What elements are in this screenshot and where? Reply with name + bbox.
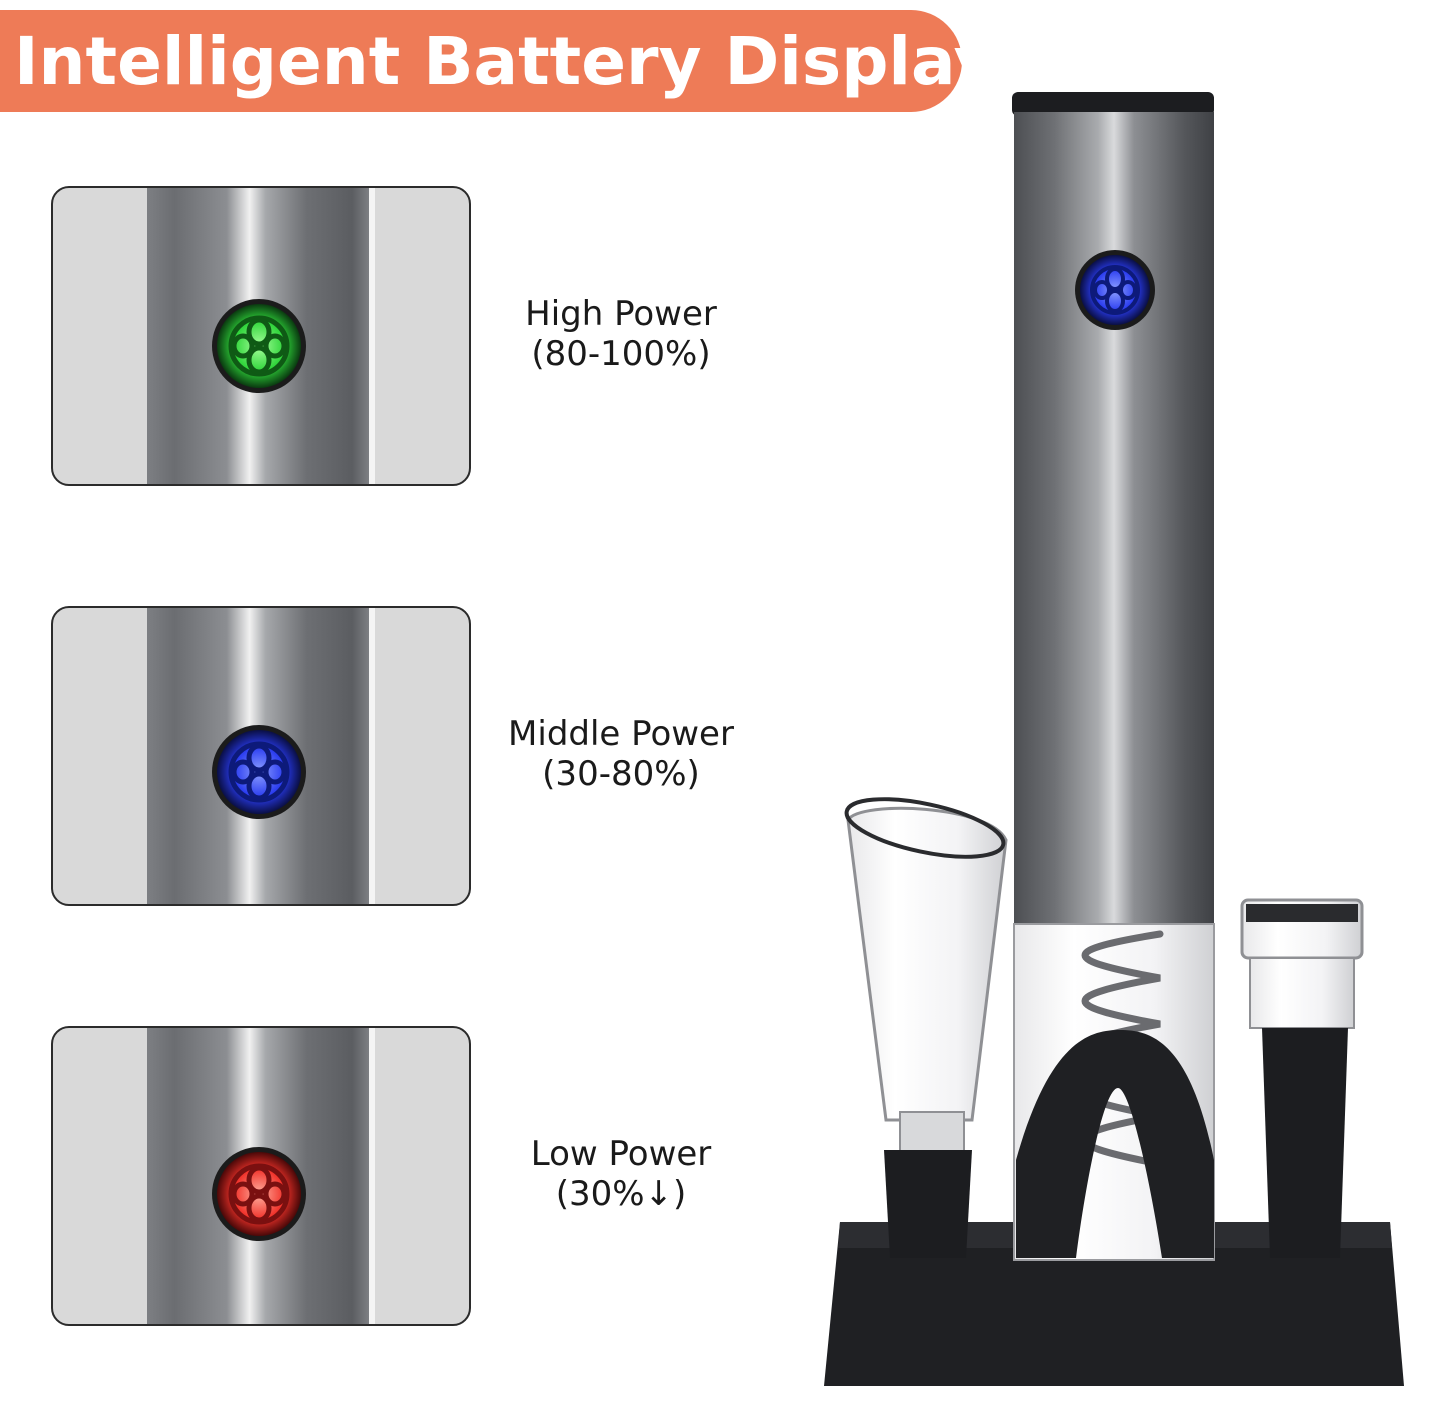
level-range: (30-80%) <box>542 754 700 794</box>
level-range: (80-100%) <box>531 334 711 374</box>
level-range: (30%↓) <box>555 1174 687 1214</box>
foil-cutter <box>1016 1030 1214 1258</box>
electric-opener <box>1012 92 1215 1261</box>
battery-panel-high <box>51 186 471 486</box>
led-closeup-low <box>147 1028 375 1324</box>
led-button-icon <box>228 741 290 803</box>
level-label-low: Low Power (30%↓) <box>421 1134 821 1214</box>
led-button-icon <box>1090 265 1140 315</box>
battery-panel-middle <box>51 606 471 906</box>
battery-panel-low <box>51 1026 471 1326</box>
header-banner: Intelligent Battery Display <box>0 10 997 112</box>
led-button-icon <box>228 1163 290 1225</box>
page-title: Intelligent Battery Display <box>14 22 997 100</box>
led-button-icon <box>228 315 290 377</box>
aerator-pourer <box>844 797 1008 1258</box>
level-name: Middle Power <box>508 714 734 754</box>
level-label-middle: Middle Power (30-80%) <box>421 714 821 794</box>
led-closeup-middle <box>147 608 375 904</box>
vacuum-stopper <box>1240 898 1364 1258</box>
level-label-high: High Power (80-100%) <box>421 294 821 374</box>
led-closeup-high <box>147 188 375 484</box>
level-name: High Power <box>525 294 717 334</box>
level-name: Low Power <box>530 1134 712 1174</box>
